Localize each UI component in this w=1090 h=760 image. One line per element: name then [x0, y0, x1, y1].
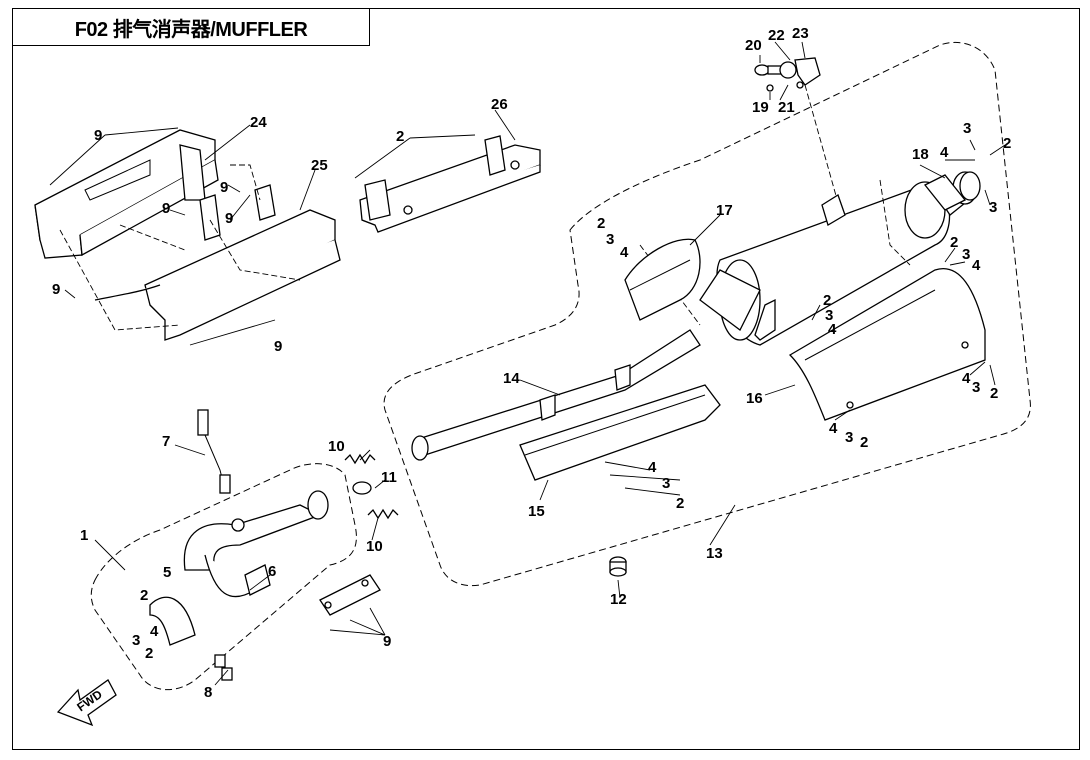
callout-2: 2 — [396, 128, 404, 145]
heat-shield-15[interactable] — [519, 384, 721, 481]
bracket-hardware-19-23[interactable] — [754, 57, 821, 92]
callout-3: 3 — [606, 231, 614, 248]
forward-arrow — [56, 679, 117, 727]
callout-4: 4 — [962, 370, 971, 387]
callout-2: 2 — [676, 495, 684, 512]
callout-9: 9 — [162, 200, 170, 217]
hardware-to-muffler-dash — [804, 84, 841, 211]
callout-9: 9 — [94, 127, 102, 144]
callout-3: 3 — [962, 246, 970, 263]
callout-24: 24 — [250, 114, 267, 131]
callout-15: 15 — [528, 503, 545, 520]
callout-14: 14 — [503, 370, 520, 387]
callout-9: 9 — [225, 210, 233, 227]
muffler-assembly-outline — [383, 41, 1031, 587]
callout-9: 9 — [52, 281, 60, 298]
callout-17: 17 — [716, 202, 733, 219]
callout-9: 9 — [383, 633, 391, 650]
callout-3: 3 — [132, 632, 140, 649]
callout-21: 21 — [778, 99, 795, 116]
diagram-title: F02 排气消声器/MUFFLER — [12, 8, 370, 46]
callout-10: 10 — [328, 438, 345, 455]
callout-12: 12 — [610, 591, 627, 608]
callout-3: 3 — [989, 199, 997, 216]
callout-19: 19 — [752, 99, 769, 116]
callout-4: 4 — [829, 420, 838, 437]
callout-2: 2 — [1003, 135, 1011, 152]
callout-3: 3 — [662, 475, 670, 492]
heat-shield-25[interactable] — [94, 184, 341, 341]
callout-8: 8 — [204, 684, 212, 701]
tailpipe-18[interactable] — [923, 171, 981, 211]
callout-2: 2 — [140, 587, 148, 604]
header-pipe-6[interactable] — [183, 490, 329, 598]
callout-9: 9 — [274, 338, 282, 355]
callout-6: 6 — [268, 563, 276, 580]
callout-3: 3 — [825, 307, 833, 324]
callout-5: 5 — [163, 564, 171, 581]
callout-2: 2 — [990, 385, 998, 402]
callout-25: 25 — [311, 157, 328, 174]
bushing-12[interactable] — [609, 556, 627, 577]
callout-22: 22 — [768, 27, 785, 44]
callout-4: 4 — [648, 459, 657, 476]
callout-26: 26 — [491, 96, 508, 113]
callout-9: 9 — [220, 179, 228, 196]
callout-2: 2 — [950, 234, 958, 251]
callout-7: 7 — [162, 433, 170, 450]
callout-1: 1 — [80, 527, 88, 544]
pipe-bracket[interactable] — [319, 574, 381, 616]
callout-4: 4 — [150, 623, 159, 640]
callout-4: 4 — [828, 321, 837, 338]
callout-20: 20 — [745, 37, 762, 54]
clamps-8[interactable] — [214, 654, 233, 681]
callout-23: 23 — [792, 25, 809, 42]
heat-shield-17[interactable] — [624, 238, 701, 321]
heat-shield-5[interactable] — [149, 596, 196, 646]
drawing-frame — [12, 8, 1080, 750]
callout-18: 18 — [912, 146, 929, 163]
callout-2: 2 — [823, 292, 831, 309]
callout-13: 13 — [706, 545, 723, 562]
callout-3: 3 — [972, 379, 980, 396]
callout-3: 3 — [963, 120, 971, 137]
callout-4: 4 — [620, 244, 629, 261]
callout-4: 4 — [940, 144, 949, 161]
callout-10: 10 — [366, 538, 383, 555]
callout-11: 11 — [381, 469, 397, 486]
callout-4: 4 — [972, 257, 981, 274]
leader-lines — [49, 41, 1006, 686]
callout-2: 2 — [597, 215, 605, 232]
callout-16: 16 — [746, 390, 763, 407]
exhaust-pipe-assembly-outline — [90, 463, 357, 691]
heat-shield-26[interactable] — [359, 135, 541, 233]
heat-shield-24[interactable] — [34, 129, 219, 259]
callout-2: 2 — [860, 434, 868, 451]
callout-3: 3 — [845, 429, 853, 446]
heat-shield-16[interactable] — [788, 268, 986, 421]
callout-2: 2 — [145, 645, 153, 662]
o2-sensor-7[interactable] — [197, 409, 231, 494]
springs-and-gasket[interactable] — [344, 453, 399, 520]
connecting-pipe-14[interactable] — [411, 329, 701, 461]
